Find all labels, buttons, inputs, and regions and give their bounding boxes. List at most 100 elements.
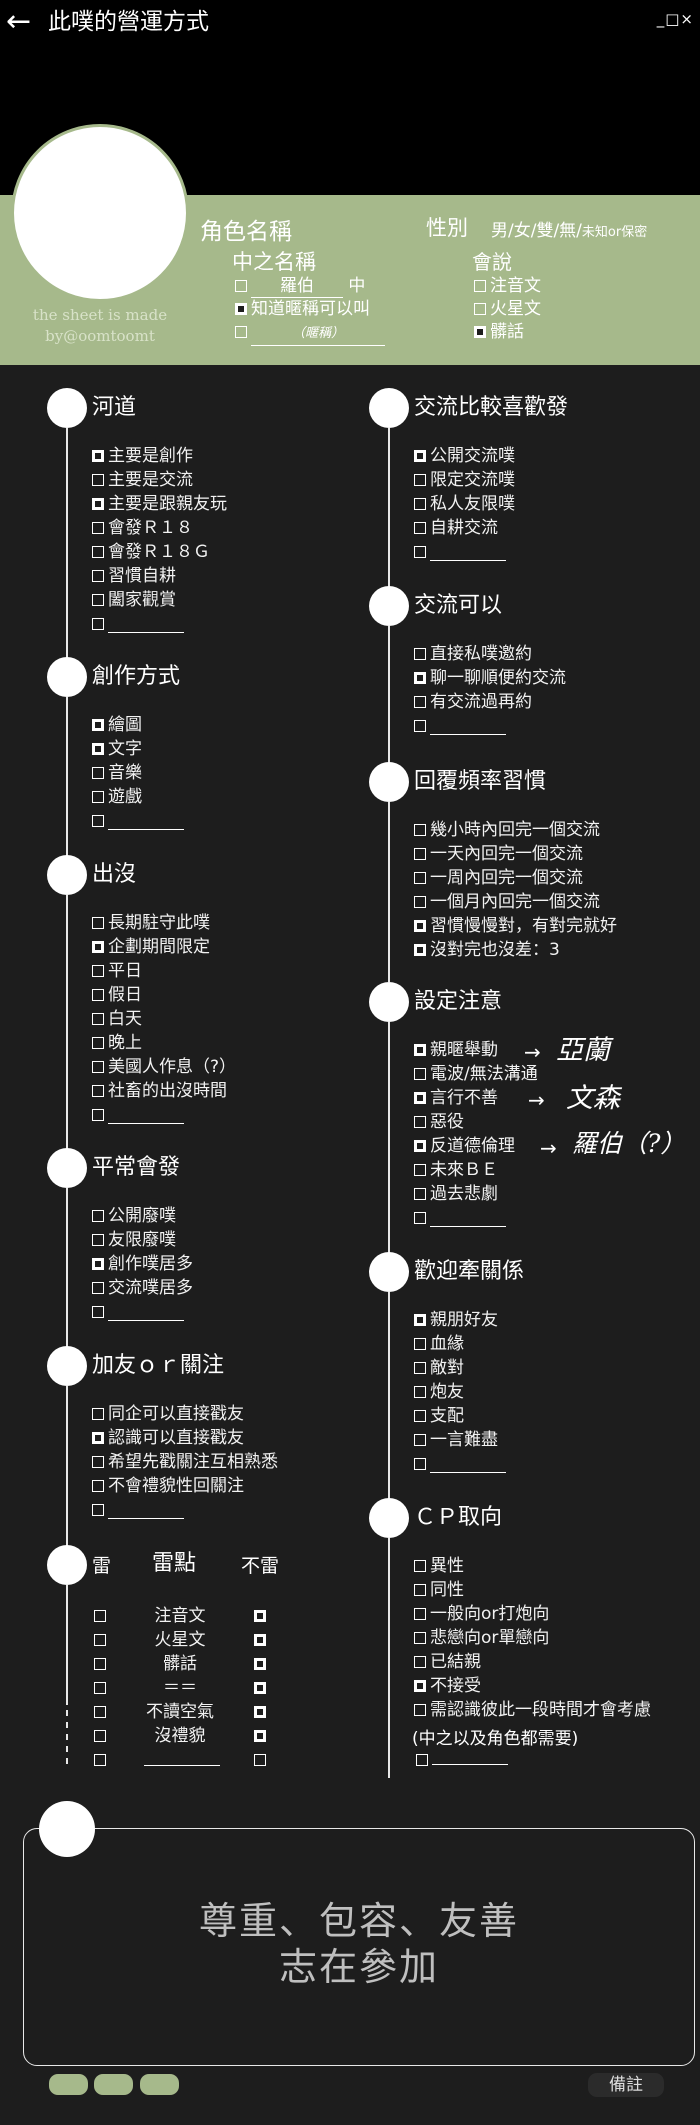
checkbox[interactable] xyxy=(92,1408,104,1420)
option-item[interactable]: 平日 xyxy=(92,959,236,983)
option-item[interactable]: 習慣自耕 xyxy=(92,564,227,588)
checkbox[interactable] xyxy=(414,1386,426,1398)
option-item-blank[interactable] xyxy=(92,1498,278,1522)
checkbox-thunder[interactable] xyxy=(94,1682,106,1694)
checkbox[interactable] xyxy=(414,1164,426,1176)
checkbox[interactable] xyxy=(92,1258,104,1270)
option-item[interactable]: 已結親 xyxy=(414,1650,651,1674)
checkbox[interactable] xyxy=(92,546,104,558)
checkbox[interactable] xyxy=(414,896,426,908)
checkbox[interactable] xyxy=(414,848,426,860)
option-item[interactable]: 不會禮貌性回關注 xyxy=(92,1474,278,1498)
checkbox[interactable] xyxy=(92,522,104,534)
checkbox-not-thunder[interactable] xyxy=(254,1706,266,1718)
checkbox[interactable] xyxy=(414,1314,426,1326)
checkbox[interactable] xyxy=(414,1188,426,1200)
avatar[interactable] xyxy=(11,124,189,302)
option-item[interactable]: 創作噗居多 xyxy=(92,1252,193,1276)
cn-name-row-1[interactable]: 羅伯 中 xyxy=(235,275,365,298)
checkbox[interactable] xyxy=(92,1061,104,1073)
checkbox[interactable] xyxy=(474,303,486,315)
option-item[interactable]: 同性 xyxy=(414,1578,651,1602)
option-item[interactable]: 需認識彼此一段時間才會考慮 xyxy=(414,1698,651,1722)
option-item-blank[interactable] xyxy=(92,809,184,833)
option-item[interactable]: 反道德倫理 xyxy=(414,1134,538,1158)
arrow-left-icon[interactable]: ← xyxy=(6,4,32,39)
option-item[interactable]: 支配 xyxy=(414,1404,506,1428)
option-item[interactable]: 習慣慢慢對，有對完就好 xyxy=(414,914,617,938)
checkbox[interactable] xyxy=(414,1068,426,1080)
checkbox[interactable] xyxy=(92,474,104,486)
gender-options[interactable]: 男/女/雙/無/未知or保密 xyxy=(491,221,648,241)
option-item[interactable]: 一個月內回完一個交流 xyxy=(414,890,617,914)
checkbox[interactable] xyxy=(235,303,247,315)
option-item[interactable]: 炮友 xyxy=(414,1380,506,1404)
option-item[interactable]: 一周內回完一個交流 xyxy=(414,866,617,890)
speak-option[interactable]: 火星文 xyxy=(474,298,541,320)
option-item[interactable]: 聊一聊順便約交流 xyxy=(414,666,566,690)
option-item[interactable]: 繪圖 xyxy=(92,713,184,737)
option-item-blank[interactable] xyxy=(92,612,227,636)
checkbox[interactable] xyxy=(414,1608,426,1620)
option-item[interactable]: 電波/無法溝通 xyxy=(414,1062,538,1086)
checkbox[interactable] xyxy=(414,648,426,660)
option-item[interactable]: 會發Ｒ１８ xyxy=(92,516,227,540)
option-item[interactable]: 不接受 xyxy=(414,1674,651,1698)
checkbox[interactable] xyxy=(414,672,426,684)
cn-name-row-2[interactable]: 知道暱稱可以叫 xyxy=(235,298,370,320)
option-item[interactable]: 限定交流噗 xyxy=(414,468,515,492)
checkbox[interactable] xyxy=(414,450,426,462)
checkbox[interactable] xyxy=(235,326,247,338)
checkbox[interactable] xyxy=(414,546,426,558)
checkbox[interactable] xyxy=(92,594,104,606)
checkbox[interactable] xyxy=(92,1037,104,1049)
option-item[interactable]: 希望先戳關注互相熟悉 xyxy=(92,1450,278,1474)
checkbox-not-thunder[interactable] xyxy=(254,1658,266,1670)
checkbox[interactable] xyxy=(92,719,104,731)
option-item[interactable]: 公開廢噗 xyxy=(92,1204,193,1228)
checkbox[interactable] xyxy=(414,1704,426,1716)
checkbox[interactable] xyxy=(92,941,104,953)
checkbox[interactable] xyxy=(414,1584,426,1596)
option-item[interactable]: 言行不善 xyxy=(414,1086,538,1110)
option-item[interactable]: 惡役 xyxy=(414,1110,538,1134)
option-item[interactable]: 認識可以直接戳友 xyxy=(92,1426,278,1450)
checkbox-not-thunder[interactable] xyxy=(254,1730,266,1742)
option-item[interactable]: 有交流過再約 xyxy=(414,690,566,714)
speak-option[interactable]: 髒話 xyxy=(474,321,524,343)
checkbox[interactable] xyxy=(414,1632,426,1644)
nav-dot[interactable] xyxy=(94,2074,133,2095)
checkbox[interactable] xyxy=(235,280,247,292)
checkbox-not-thunder[interactable] xyxy=(254,1634,266,1646)
checkbox[interactable] xyxy=(414,1560,426,1572)
checkbox[interactable] xyxy=(414,1140,426,1152)
option-item-blank[interactable] xyxy=(92,1103,236,1127)
checkbox[interactable] xyxy=(414,498,426,510)
checkbox[interactable] xyxy=(92,570,104,582)
checkbox-not-thunder[interactable] xyxy=(254,1610,266,1622)
checkbox-not-thunder[interactable] xyxy=(254,1754,266,1766)
speak-option[interactable]: 注音文 xyxy=(474,275,541,297)
option-item[interactable]: 美國人作息（?） xyxy=(92,1055,236,1079)
option-item[interactable]: 假日 xyxy=(92,983,236,1007)
checkbox-thunder[interactable] xyxy=(94,1730,106,1742)
option-item-blank[interactable] xyxy=(92,1300,193,1324)
checkbox[interactable] xyxy=(414,1410,426,1422)
checkbox[interactable] xyxy=(92,1085,104,1097)
option-item[interactable]: 白天 xyxy=(92,1007,236,1031)
option-item[interactable]: 親暱舉動 xyxy=(414,1038,538,1062)
checkbox[interactable] xyxy=(92,743,104,755)
remark-button[interactable]: 備註 xyxy=(588,2073,664,2097)
checkbox[interactable] xyxy=(92,618,104,630)
window-controls[interactable]: _□× xyxy=(656,10,694,28)
checkbox[interactable] xyxy=(414,944,426,956)
checkbox-thunder[interactable] xyxy=(94,1658,106,1670)
checkbox[interactable] xyxy=(414,1116,426,1128)
option-item-blank[interactable] xyxy=(414,1206,538,1230)
checkbox[interactable] xyxy=(92,1234,104,1246)
cn-name-row-3[interactable]: （暱稱） xyxy=(235,321,385,346)
option-item[interactable]: 異性 xyxy=(414,1554,651,1578)
checkbox[interactable] xyxy=(92,815,104,827)
checkbox[interactable] xyxy=(92,1480,104,1492)
option-item[interactable]: 未來ＢＥ xyxy=(414,1158,538,1182)
